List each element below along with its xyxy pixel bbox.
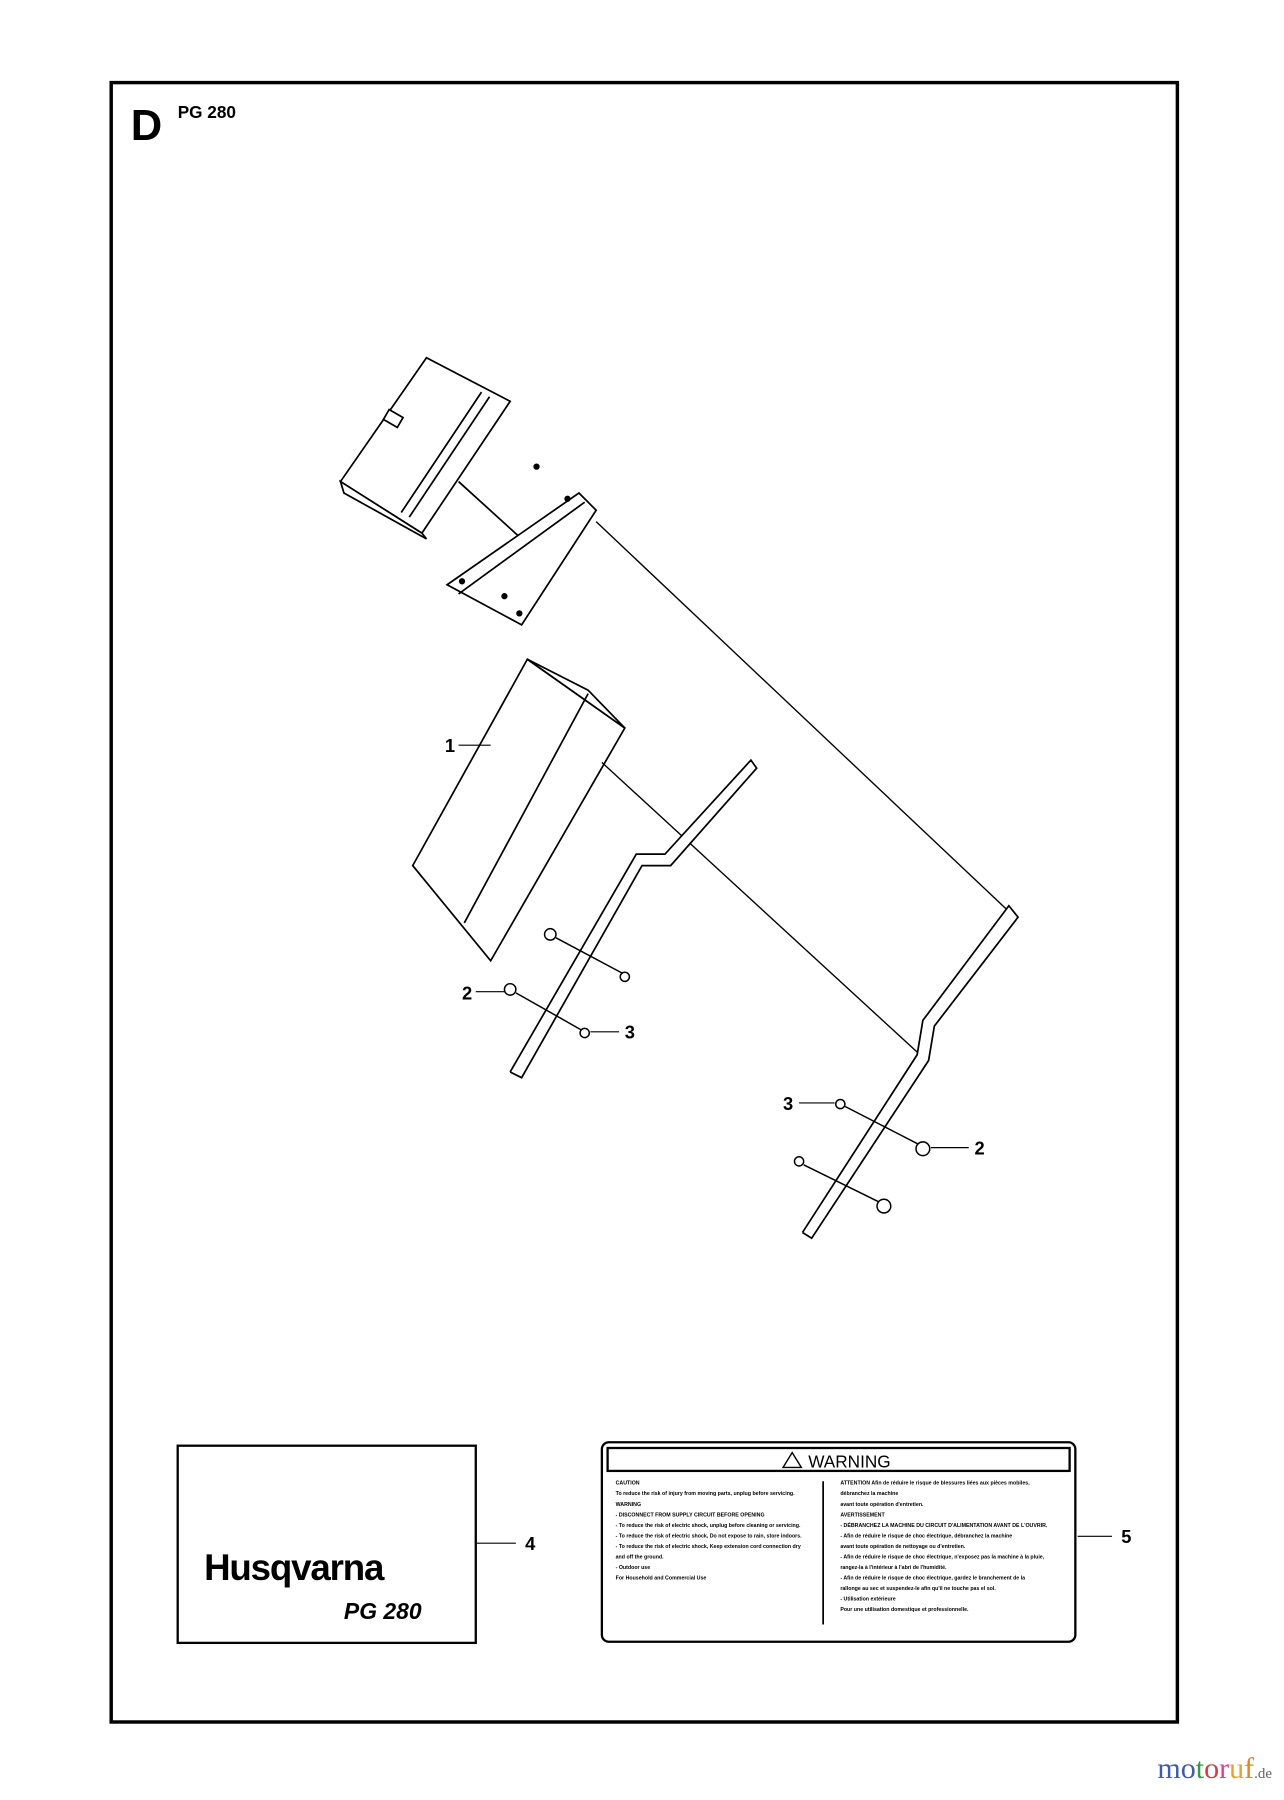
part-motor-housing [339,356,523,540]
callout-2: 2 [462,983,472,1004]
brand-logo: Husqvarna [204,1547,385,1588]
watermark-text: motoruf [1157,1752,1255,1785]
callout-4: 4 [525,1533,536,1554]
callout-lines [458,744,1113,1544]
decal-logo: Husqvarna PG 280 [176,1444,477,1645]
warning-line: avant toute opération d'entretien. [840,1502,924,1508]
warning-line: débranchez la machine [840,1491,898,1497]
part-handle-left [509,758,758,1079]
decal-model: PG 280 [344,1598,422,1624]
part-cover [411,657,626,963]
warning-decal: WARNING CAUTION To reduce the risk of inj… [600,1441,1077,1643]
part-fasteners [503,927,931,1214]
model-title: PG 280 [178,102,236,122]
warning-line: - To reduce the risk of electric shock, … [616,1533,803,1539]
watermark: motoruf.de [1157,1752,1272,1786]
callout-5: 5 [1121,1526,1131,1547]
warning-line: To reduce the risk of injury from moving… [616,1491,795,1497]
warning-line: - Utilisation extérieure [840,1597,895,1603]
callout-3b: 3 [783,1093,793,1114]
warning-line: rangez-la à l'intérieur à l'abri de l'hu… [840,1565,947,1571]
warning-line: - DISCONNECT FROM SUPPLY CIRCUIT BEFORE … [616,1512,765,1518]
warning-line: - Afin de réduire le risque de choc élec… [840,1576,1025,1582]
watermark-suffix: .de [1254,1766,1272,1782]
warning-line: - To reduce the risk of electric shock, … [616,1523,801,1529]
warning-line: ATTENTION Afin de réduire le risque de b… [840,1481,1030,1487]
warning-right-text: ATTENTION Afin de réduire le risque de b… [840,1481,1048,1614]
warning-left-text: CAUTION To reduce the risk of injury from… [616,1481,803,1582]
callout-2b: 2 [974,1138,984,1159]
callout-3: 3 [625,1022,635,1043]
warning-triangle-icon [781,1451,803,1469]
callout-1: 1 [445,735,455,756]
warning-line: - To reduce the risk of electric shock, … [616,1544,801,1550]
warning-line: rallonge au sec et suspendez-le afin qu'… [840,1586,996,1592]
part-handle-right [801,904,1020,1240]
warning-line: Pour une utilisation domestique et profe… [840,1607,969,1613]
warning-line: WARNING [616,1502,641,1508]
warning-line: - Outdoor use [616,1565,651,1571]
warning-line: AVERTISSEMENT [840,1512,885,1518]
section-letter: D [131,102,162,150]
page-frame [109,80,1180,1724]
warning-line: - DÉBRANCHEZ LA MACHINE DU CIRCUIT D'ALI… [840,1521,1048,1529]
warning-line: CAUTION [616,1481,640,1487]
warning-line: and off the ground. [616,1555,665,1561]
warning-title: WARNING [808,1451,890,1471]
warning-line: For Household and Commercial Use [616,1576,707,1582]
warning-line: avant toute opération de nettoyage ou d'… [840,1544,966,1550]
warning-line: - Afin de réduire le risque de choc élec… [840,1555,1044,1561]
part-bracket [445,463,598,626]
warning-line: - Afin de réduire le risque de choc élec… [840,1533,1012,1539]
